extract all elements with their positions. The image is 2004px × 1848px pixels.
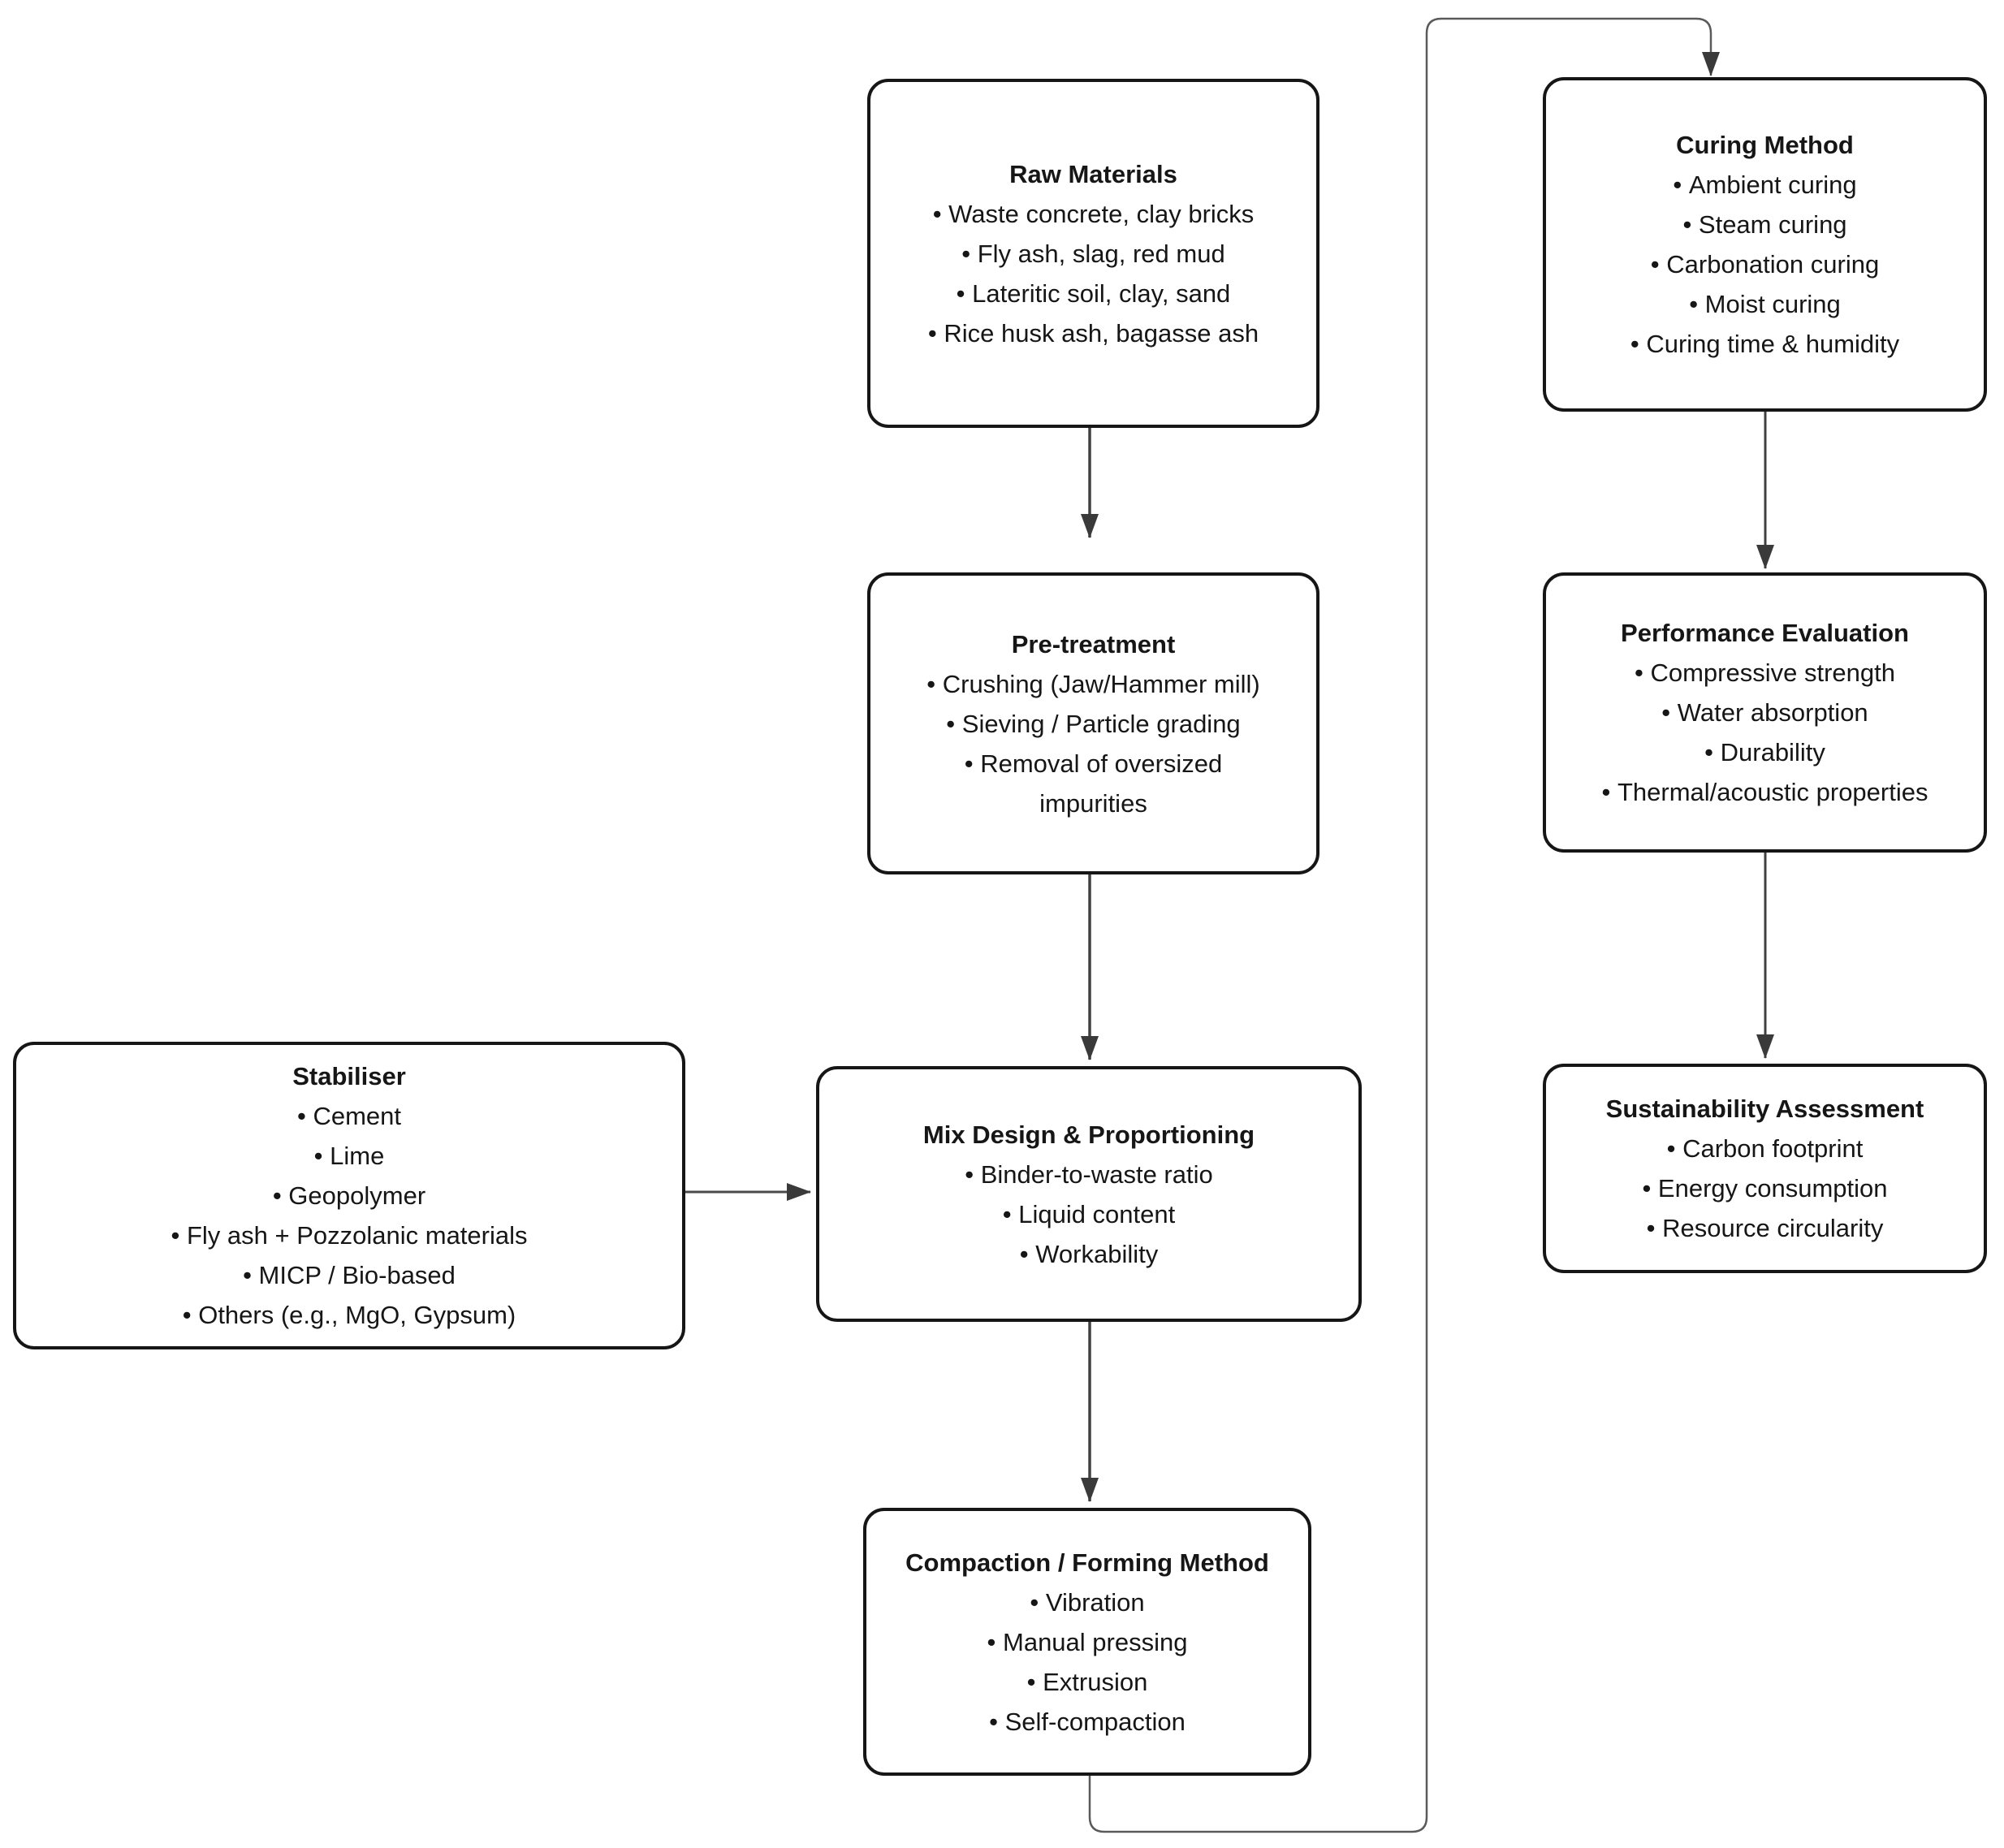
bullet-item: Waste concrete, clay bricks: [928, 194, 1259, 234]
node-curing-method: Curing Method Ambient curingSteam curing…: [1543, 77, 1987, 412]
bullet-item: Carbonation curing: [1630, 244, 1899, 284]
bullet-item: Manual pressing: [987, 1622, 1187, 1662]
node-bullets: Waste concrete, clay bricksFly ash, slag…: [928, 194, 1259, 353]
node-title: Compaction / Forming Method: [905, 1548, 1269, 1577]
node-stabiliser: Stabiliser CementLimeGeopolymerFly ash +…: [13, 1042, 685, 1349]
bullet-item: Durability: [1602, 732, 1928, 772]
node-title: Raw Materials: [1009, 159, 1177, 188]
node-bullets: VibrationManual pressingExtrusionSelf-co…: [987, 1582, 1188, 1742]
bullet-item: Resource circularity: [1642, 1208, 1887, 1248]
bullet-item: Fly ash, slag, red mud: [928, 234, 1259, 274]
bullet-item: Cement: [171, 1096, 528, 1136]
bullet-item: Rice husk ash, bagasse ash: [928, 313, 1259, 353]
bullet-item: Crushing (Jaw/Hammer mill): [922, 664, 1264, 704]
node-bullets: Binder-to-waste ratioLiquid contentWorka…: [965, 1155, 1213, 1274]
node-title: Curing Method: [1676, 131, 1854, 159]
bullet-item: Energy consumption: [1642, 1168, 1888, 1208]
bullet-item: Water absorption: [1602, 693, 1928, 732]
bullet-item: Others (e.g., MgO, Gypsum): [171, 1295, 528, 1335]
bullet-item: Fly ash + Pozzolanic materials: [171, 1215, 528, 1255]
node-title: Sustainability Assessment: [1605, 1095, 1924, 1123]
node-pre-treatment: Pre-treatment Crushing (Jaw/Hammer mill)…: [867, 572, 1319, 874]
node-title: Mix Design & Proportioning: [922, 1120, 1255, 1149]
connector-compaction-to-curing-loop: [1088, 17, 1720, 1833]
bullet-item: Lime: [171, 1136, 528, 1176]
node-performance-evaluation: Performance Evaluation Compressive stren…: [1543, 572, 1987, 853]
bullet-item: MICP / Bio-based: [171, 1255, 528, 1295]
bullet-item: Lateritic soil, clay, sand: [928, 274, 1259, 313]
node-title: Pre-treatment: [1011, 629, 1176, 658]
node-title: Performance Evaluation: [1621, 619, 1909, 647]
bullet-item: Compressive strength: [1602, 653, 1928, 693]
node-compaction-forming: Compaction / Forming Method VibrationMan…: [863, 1508, 1311, 1776]
bullet-item: Ambient curing: [1630, 165, 1899, 205]
bullet-item: Self-compaction: [987, 1702, 1188, 1742]
bullet-item: Steam curing: [1630, 205, 1899, 244]
bullet-item: Extrusion: [987, 1662, 1188, 1702]
bullet-item: Removal of oversized impurities: [922, 744, 1264, 823]
bullet-item: Vibration: [987, 1582, 1188, 1622]
bullet-item: Carbon footprint: [1642, 1129, 1887, 1168]
node-mix-design: Mix Design & Proportioning Binder-to-was…: [816, 1066, 1362, 1322]
bullet-item: Thermal/acoustic properties: [1602, 772, 1928, 812]
node-bullets: Crushing (Jaw/Hammer mill)Sieving / Part…: [922, 664, 1264, 823]
bullet-item: Moist curing: [1630, 284, 1899, 324]
bullet-item: Sieving / Particle grading: [922, 704, 1264, 744]
bullet-item: Binder-to-waste ratio: [965, 1155, 1213, 1194]
node-raw-materials: Raw Materials Waste concrete, clay brick…: [867, 79, 1319, 428]
node-sustainability-assessment: Sustainability Assessment Carbon footpri…: [1543, 1064, 1987, 1273]
bullet-item: Workability: [965, 1234, 1212, 1274]
node-bullets: CementLimeGeopolymerFly ash + Pozzolanic…: [171, 1096, 528, 1335]
bullet-item: Liquid content: [965, 1194, 1212, 1234]
bullet-item: Curing time & humidity: [1630, 324, 1899, 364]
node-bullets: Compressive strengthWater absorptionDura…: [1602, 653, 1928, 812]
node-bullets: Ambient curingSteam curingCarbonation cu…: [1630, 165, 1899, 364]
node-title: Stabiliser: [292, 1062, 406, 1090]
bullet-item: Geopolymer: [171, 1176, 528, 1215]
node-bullets: Carbon footprintEnergy consumptionResour…: [1642, 1129, 1888, 1248]
